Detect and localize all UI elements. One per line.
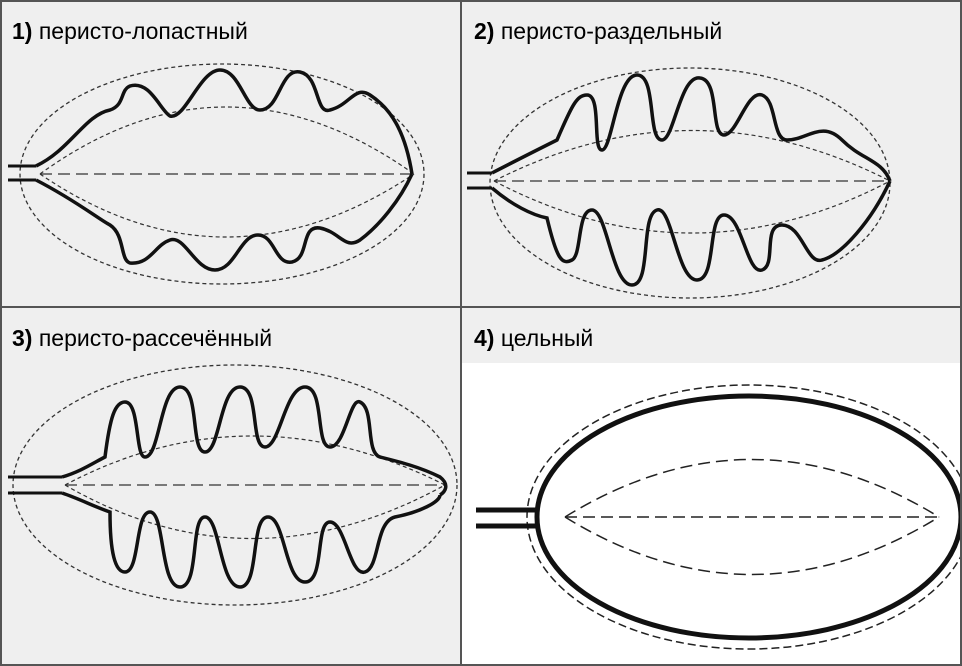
panel-3-number: 3) (12, 325, 32, 351)
panel-2-title: перисто-раздельный (501, 18, 722, 44)
panel-3: 3) перисто-рассечённый (0, 307, 462, 666)
grid-divider-vertical (460, 0, 462, 666)
pinnately-parted-leaf-drawing (462, 0, 962, 307)
panel-1-label: 1) перисто-лопастный (12, 20, 248, 43)
panel-1: 1) перисто-лопастный (0, 0, 462, 307)
pinnately-lobed-leaf-drawing (0, 0, 462, 307)
panel-2-label: 2) перисто-раздельный (474, 20, 722, 43)
panel-4: 4) цельный (462, 307, 962, 666)
panel-2-number: 2) (474, 18, 494, 44)
panel-1-number: 1) (12, 18, 32, 44)
pinnately-dissected-leaf-drawing (0, 307, 462, 666)
panel-4-label: 4) цельный (474, 327, 593, 350)
panel-4-title: цельный (501, 325, 593, 351)
panel-3-title: перисто-рассечённый (39, 325, 272, 351)
entire-leaf-drawing (462, 307, 962, 666)
panel-4-number: 4) (474, 325, 494, 351)
grid-divider-horizontal (0, 306, 962, 308)
panel-2: 2) перисто-раздельный (462, 0, 962, 307)
panel-3-label: 3) перисто-рассечённый (12, 327, 272, 350)
panel-1-title: перисто-лопастный (39, 18, 248, 44)
